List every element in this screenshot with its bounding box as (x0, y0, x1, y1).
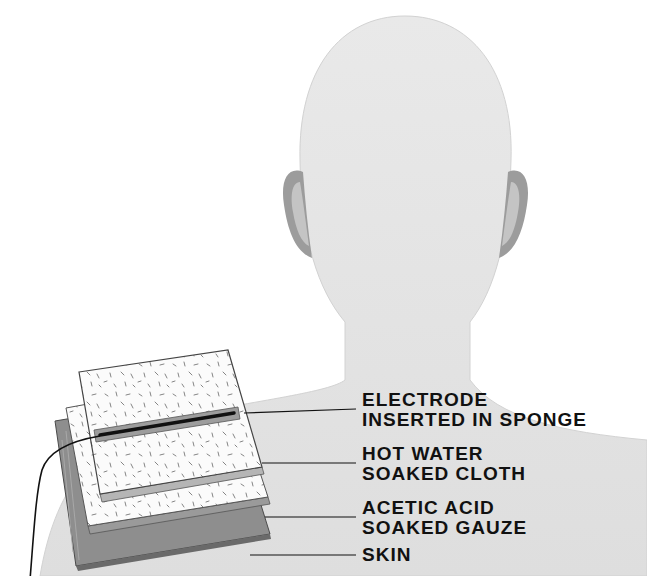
part-label: ELECTRODE INSERTED IN SPONGE (362, 390, 642, 430)
leader-line (244, 409, 356, 413)
gauze-edge (76, 534, 271, 571)
electrode-wire (30, 436, 100, 576)
part-label: HOT WATER SOAKED CLOTH (362, 444, 642, 484)
body-silhouette (40, 16, 647, 576)
electrode (100, 413, 234, 435)
leader-line (250, 554, 356, 555)
leader-line (265, 516, 356, 517)
left-ear-inner (292, 182, 309, 246)
sponge (79, 350, 262, 494)
right-ear-inner (502, 182, 519, 246)
left-ear (283, 171, 312, 258)
part-label: ACETIC ACID SOAKED GAUZE (362, 498, 642, 538)
electrode-slot (94, 407, 240, 442)
leader-line (262, 462, 356, 463)
part-label: SKIN (362, 545, 642, 565)
right-ear (499, 171, 528, 258)
